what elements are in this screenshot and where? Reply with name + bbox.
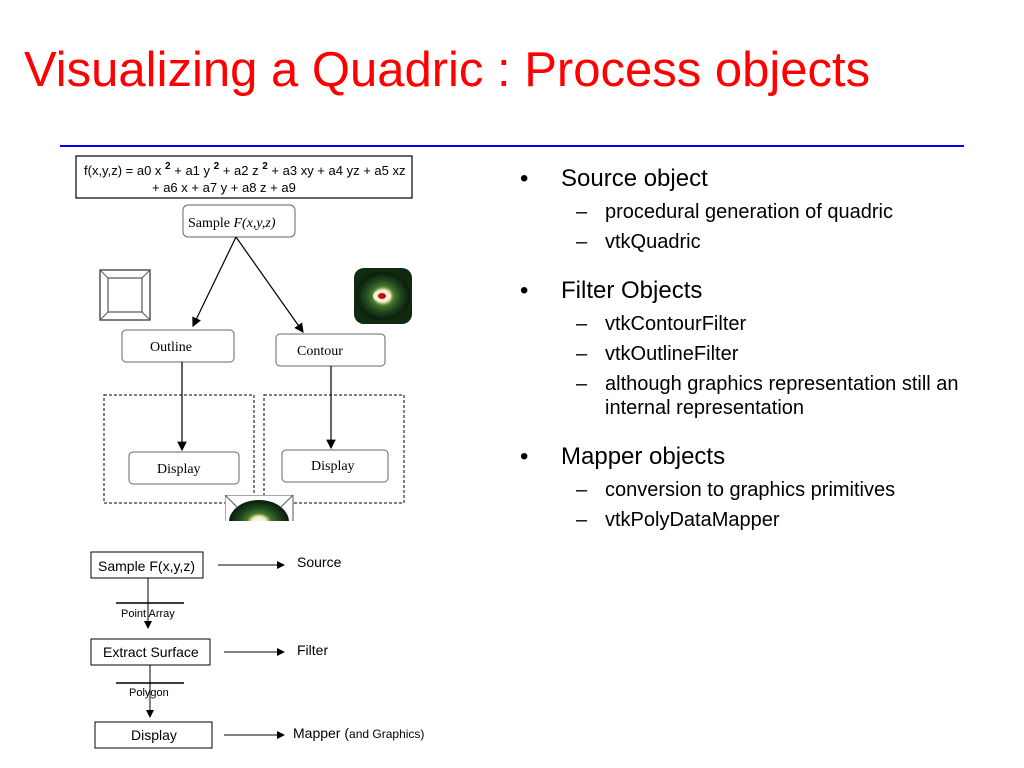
contour-render-group (263, 394, 405, 504)
sub-bullet: –procedural generation of quadric (576, 201, 893, 223)
outline-render-group (103, 394, 255, 504)
combined-render-icon (225, 495, 294, 521)
title-divider (60, 145, 964, 147)
equation-line-2: + a6 x + a7 y + a8 z + a9 (152, 180, 296, 195)
polygon-label: Polygon (129, 687, 169, 699)
pipeline-extract-box (90, 638, 211, 666)
outline-node (121, 329, 235, 363)
pipeline-sample-box (90, 551, 204, 579)
display-node-right-label: Display (311, 459, 355, 474)
bullet-mapper-objects: •Mapper objects (520, 443, 726, 470)
outline-node-label: Outline (150, 340, 192, 355)
pipeline-display-label: Display (131, 727, 177, 743)
sub-bullet: –vtkContourFilter (576, 313, 747, 335)
outline-cube-icon (99, 269, 151, 321)
display-node-left-label: Display (157, 462, 201, 477)
source-label: Source (297, 554, 342, 570)
pipeline-display-box (94, 721, 213, 749)
sub-bullet: –vtkOutlineFilter (576, 343, 739, 365)
sub-bullet: –vtkQuadric (576, 231, 701, 253)
quadric-diagram: f(x,y,z) = a0 x 2 + a1 y 2 + a2 z 2 + a3… (75, 155, 424, 749)
contour-node-label: Contour (297, 344, 343, 359)
sub-bullet: –vtkPolyDataMapper (576, 509, 780, 531)
sample-node (182, 204, 296, 238)
contour-surface-icon (354, 268, 412, 324)
sample-node-label: Sample F(x,y,z) (188, 216, 276, 231)
pipeline-extract-label: Extract Surface (103, 644, 199, 660)
bullet-filter-objects: •Filter Objects (520, 277, 703, 304)
bullet-list: •Source object –procedural generation of… (520, 164, 1015, 532)
slide-title: Visualizing a Quadric : Process objects (24, 43, 871, 97)
equation-box: f(x,y,z) = a0 x 2 + a1 y 2 + a2 z 2 + a3… (75, 155, 413, 199)
display-node-right (281, 449, 389, 483)
mapper-label: Mapper (and Graphics) (293, 725, 424, 741)
equation-line-1: f(x,y,z) = a0 x 2 + a1 y 2 + a2 z 2 + a3… (84, 157, 405, 178)
point-array-label: Point Array (121, 608, 175, 620)
pipeline-sample-label: Sample F(x,y,z) (98, 558, 195, 574)
display-node-left (128, 451, 240, 485)
bullet-source-object: •Source object (520, 165, 708, 192)
sub-bullet: –although graphics representation still … (576, 373, 959, 419)
filter-label: Filter (297, 642, 328, 658)
sub-bullet: –conversion to graphics primitives (576, 479, 896, 501)
